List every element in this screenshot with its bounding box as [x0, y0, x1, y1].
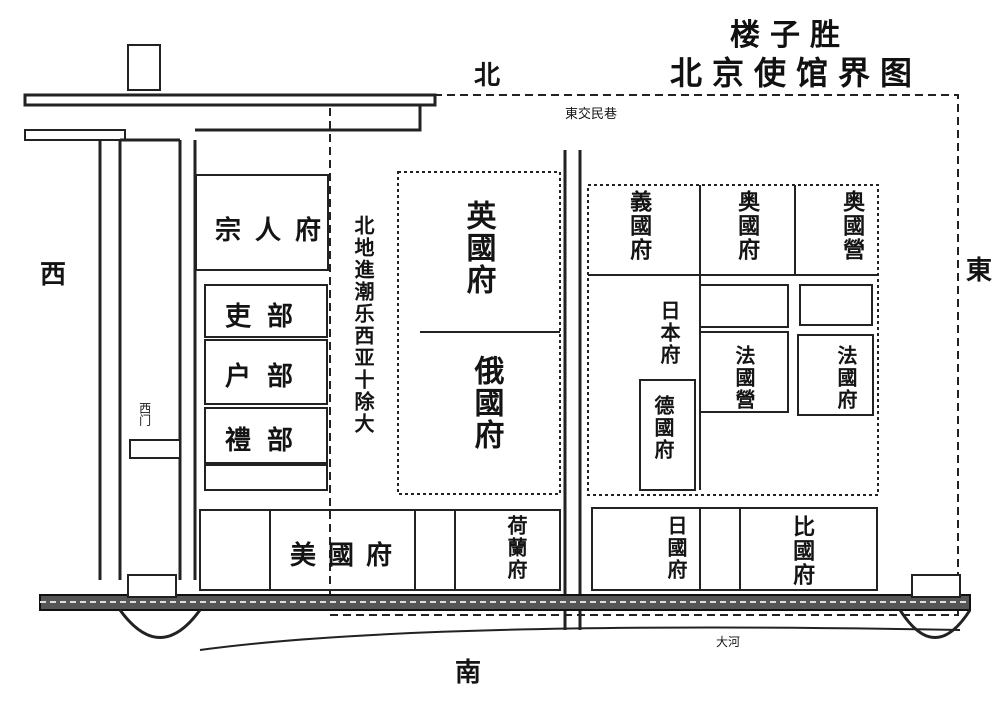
west-gate-tower	[127, 574, 177, 598]
west-gate-arch	[118, 609, 202, 639]
label-libu-rites: 禮部	[225, 426, 310, 456]
label-west-gate: 西门	[137, 402, 152, 426]
legation-boundary	[329, 94, 959, 616]
label-jiancha: 北地進潮乐西亚十除大	[351, 215, 375, 435]
label-libu: 吏部	[225, 302, 310, 332]
zongren-block	[195, 174, 329, 271]
label-usa: 美國府	[290, 541, 405, 571]
corner-note: 楼子胜	[730, 18, 850, 53]
northwest-gate-tower	[127, 44, 161, 91]
libu2-block	[204, 407, 328, 464]
south-row-east	[591, 507, 878, 591]
north-bend	[195, 105, 422, 132]
label-street-top: 東交民巷	[565, 107, 618, 122]
hotel-block	[699, 284, 789, 328]
map-title: 北京使馆界图	[670, 54, 923, 92]
south-road	[199, 626, 961, 651]
small-east-block	[799, 284, 873, 326]
french-camp-block	[699, 331, 789, 413]
west-corridor	[98, 140, 122, 580]
label-spain: 日國府	[664, 515, 688, 581]
label-russian: 俄國府	[468, 355, 504, 451]
yamen-block	[204, 464, 328, 491]
label-austria: 奥國府	[734, 190, 761, 262]
west-gate-building	[129, 439, 181, 459]
south-row-west	[199, 509, 561, 591]
label-belgium: 比國府	[789, 515, 816, 587]
label-italy: 義國府	[626, 190, 653, 262]
west-road-spur	[24, 129, 126, 141]
label-austria-camp: 奥國營	[839, 190, 866, 262]
label-zongren: 宗人府	[215, 216, 336, 246]
label-netherlands: 荷蘭府	[504, 515, 528, 581]
east-gate-arch	[898, 609, 972, 639]
label-japan: 日本府	[657, 300, 681, 366]
compass-west: 西	[40, 260, 67, 290]
label-germany: 德國府	[651, 395, 675, 461]
label-hubu: 户部	[225, 362, 310, 392]
east-quarter	[587, 184, 879, 496]
west-corridor-2	[178, 140, 197, 580]
compass-east: 東	[966, 256, 993, 286]
canal	[563, 150, 582, 630]
label-french: 法國府	[834, 345, 858, 411]
french-legation-block	[797, 334, 874, 416]
label-french-camp: 法國營	[732, 345, 756, 411]
north-road	[23, 93, 437, 107]
french-legation-west	[639, 379, 696, 491]
label-river: 大河	[716, 635, 741, 649]
compass-south: 南	[455, 658, 482, 688]
british-legation	[397, 171, 561, 495]
compass-north: 北	[474, 61, 501, 91]
hubu-block	[204, 339, 328, 405]
east-gate-tower	[911, 574, 961, 598]
label-british: 英國府	[460, 200, 496, 296]
libu-block	[204, 284, 328, 338]
